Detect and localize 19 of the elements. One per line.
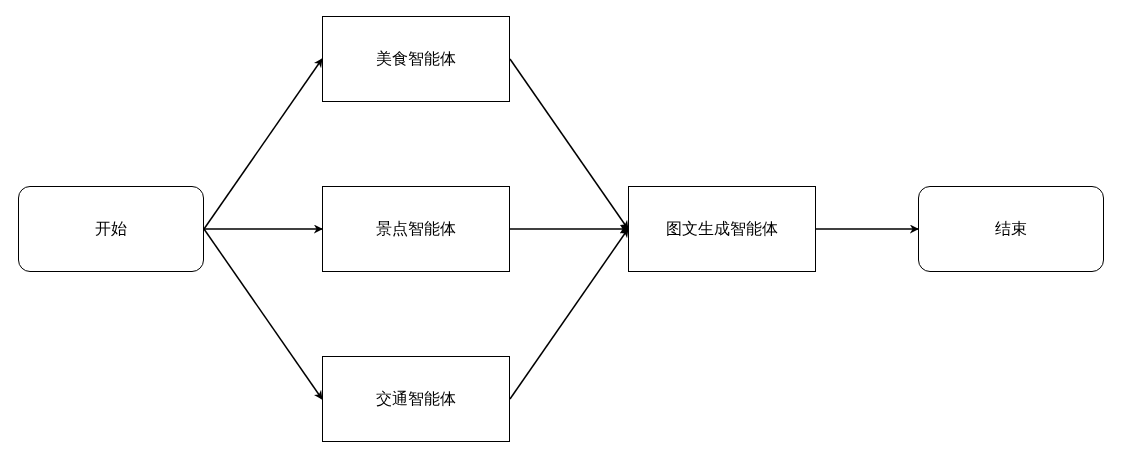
node-label: 结束 (995, 218, 1027, 240)
arrow (509, 224, 629, 234)
node-label: 图文生成智能体 (666, 218, 778, 240)
arrow (815, 224, 919, 234)
arrow (509, 228, 629, 400)
node-label: 交通智能体 (376, 388, 456, 410)
node-label: 景点智能体 (376, 218, 456, 240)
process-box (322, 16, 510, 102)
arrow (509, 58, 629, 230)
arrow (203, 224, 323, 234)
node-label: 美食智能体 (376, 48, 456, 70)
terminal-box (918, 186, 1104, 272)
terminal-box (18, 186, 204, 272)
process-box (322, 186, 510, 272)
arrow (203, 228, 323, 400)
process-box (628, 186, 816, 272)
process-box (322, 356, 510, 442)
node-label: 开始 (95, 218, 127, 240)
arrow (203, 58, 323, 230)
